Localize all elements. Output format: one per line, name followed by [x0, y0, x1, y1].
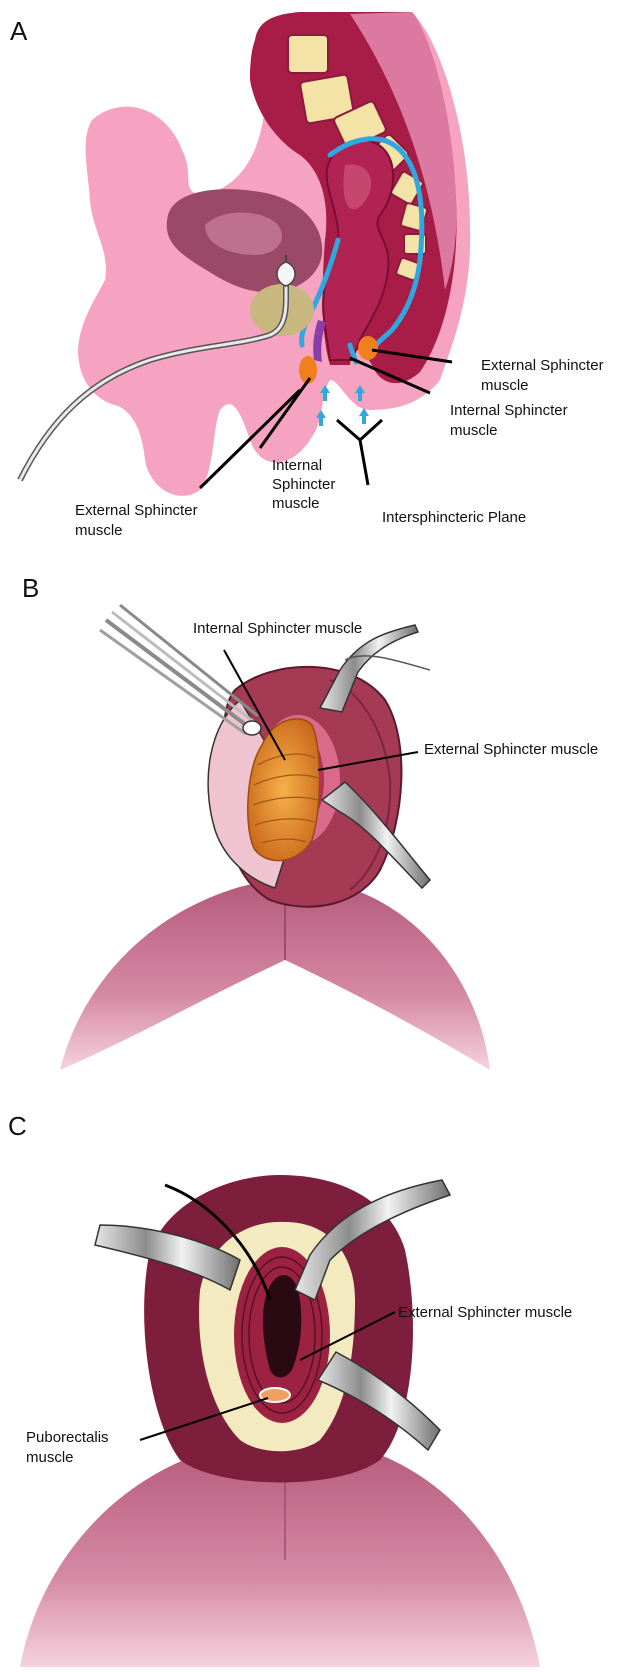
- panel-c: C E: [8, 1111, 572, 1667]
- panel-b-letter: B: [22, 573, 39, 603]
- external-sphincter-right-blob: [358, 336, 378, 360]
- label-internal-sphincter-b: Internal Sphincter muscle: [193, 620, 362, 637]
- label-external-sphincter-b: External Sphincter muscle: [424, 741, 598, 758]
- label-intersphincteric-plane: Intersphincteric Plane: [382, 509, 526, 526]
- label-external-sphincter-right: External Sphincter muscle: [481, 357, 608, 394]
- panel-b: B: [22, 573, 598, 1070]
- label-external-sphincter-c: External Sphincter muscle: [398, 1304, 572, 1321]
- label-internal-sphincter-right: Internal Sphincter muscle: [450, 402, 572, 439]
- label-internal-sphincter-center: Internal Sphincter muscle: [272, 457, 340, 512]
- panel-a: A: [10, 12, 608, 539]
- panel-c-letter: C: [8, 1111, 27, 1141]
- label-external-sphincter-left: External Sphincter muscle: [75, 502, 202, 539]
- label-puborectalis-c: Puborectalis muscle: [26, 1429, 113, 1466]
- panel-a-letter: A: [10, 16, 28, 46]
- buttocks-b: [60, 883, 490, 1070]
